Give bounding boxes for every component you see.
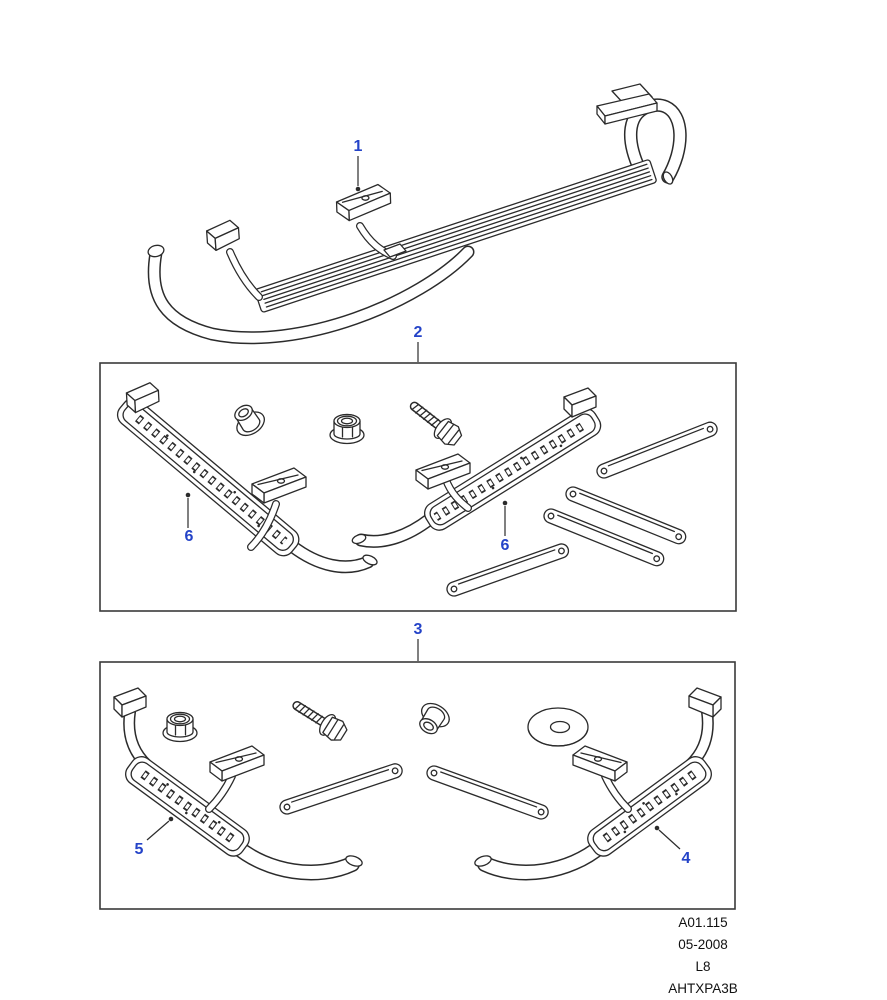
drawing-ref-code: A01.115 xyxy=(678,915,728,930)
side-step-assembly xyxy=(147,83,687,345)
callout-1[interactable]: 1 xyxy=(353,138,363,155)
flanged-bolt xyxy=(407,397,465,449)
drawing-reference-block: A01.115 05-2008 L8 AHTXPA3B xyxy=(628,912,778,1000)
tread-board xyxy=(254,159,657,313)
bush-grommet xyxy=(411,698,455,741)
callout-leaders xyxy=(146,156,681,850)
stay-strap xyxy=(277,761,405,817)
bush-grommet xyxy=(226,398,270,441)
stay-strap xyxy=(594,419,720,481)
kit-box-2 xyxy=(99,362,737,612)
step-tread-left xyxy=(125,756,250,857)
mount-bracket xyxy=(205,219,241,252)
flanged-nut xyxy=(329,413,365,445)
step-tread-right xyxy=(423,408,602,531)
kit-box-3-contents xyxy=(113,687,722,881)
support-bracket xyxy=(335,183,392,222)
drawing-date: 05-2008 xyxy=(678,937,728,952)
callout-2[interactable]: 2 xyxy=(413,324,423,341)
kit-box-2-contents xyxy=(116,381,720,599)
tube-end xyxy=(147,244,165,258)
callout-6-right[interactable]: 6 xyxy=(500,537,510,554)
kit-box-3 xyxy=(99,661,736,910)
callout-4[interactable]: 4 xyxy=(681,850,691,867)
callout-3[interactable]: 3 xyxy=(413,621,423,638)
flanged-nut xyxy=(162,711,198,743)
stay-strap xyxy=(424,763,551,822)
drawing-sheet: L8 xyxy=(695,959,711,974)
callout-6-left[interactable]: 6 xyxy=(184,528,194,545)
step-tread-right xyxy=(587,756,712,857)
callout-5[interactable]: 5 xyxy=(134,841,144,858)
flanged-bolt xyxy=(291,696,350,745)
step-tread-left xyxy=(116,397,300,557)
washer xyxy=(527,707,589,747)
drawing-part-code: AHTXPA3B xyxy=(668,981,738,996)
